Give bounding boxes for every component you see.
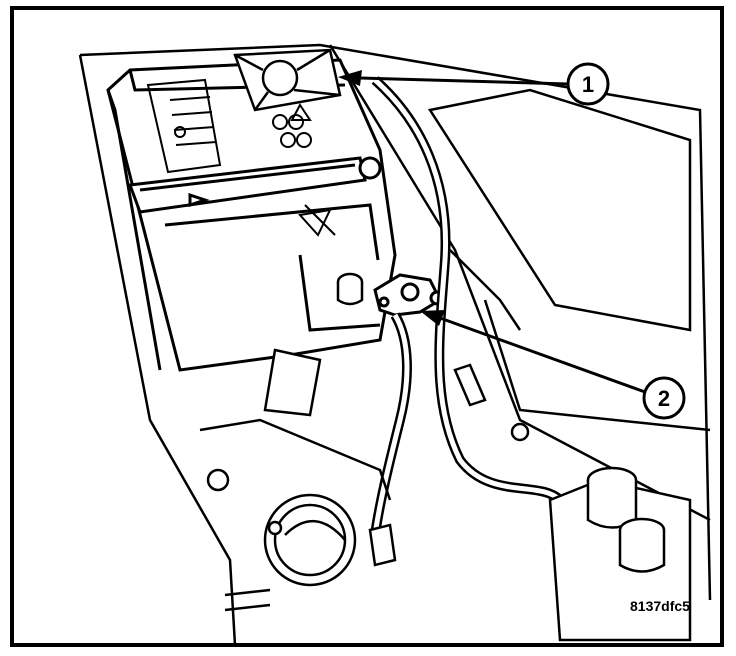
callout-2-leader	[439, 316, 646, 394]
callout-2-circle	[642, 376, 686, 420]
battery	[106, 58, 397, 372]
callout-2-arrowhead	[420, 310, 445, 326]
battery-cables	[370, 76, 564, 536]
lower-engine-components	[199, 348, 692, 642]
engine-bay-background	[78, 43, 712, 646]
callout-1-circle	[566, 62, 610, 106]
callout-1: 1	[338, 62, 610, 106]
callout-2: 2	[420, 310, 686, 420]
callout-1-number: 1	[582, 72, 594, 97]
callout-1-arrowhead	[338, 70, 362, 86]
figure-code: 8137dfc5	[630, 598, 690, 614]
battery-hold-down-strap	[127, 156, 382, 214]
negative-battery-cable-clamp	[373, 273, 445, 317]
battery-terminal-post	[336, 272, 364, 306]
battery-label-panel	[146, 78, 336, 237]
callout-1-leader	[359, 76, 569, 86]
battery-top-cover	[233, 48, 342, 112]
callout-2-number: 2	[658, 386, 670, 411]
